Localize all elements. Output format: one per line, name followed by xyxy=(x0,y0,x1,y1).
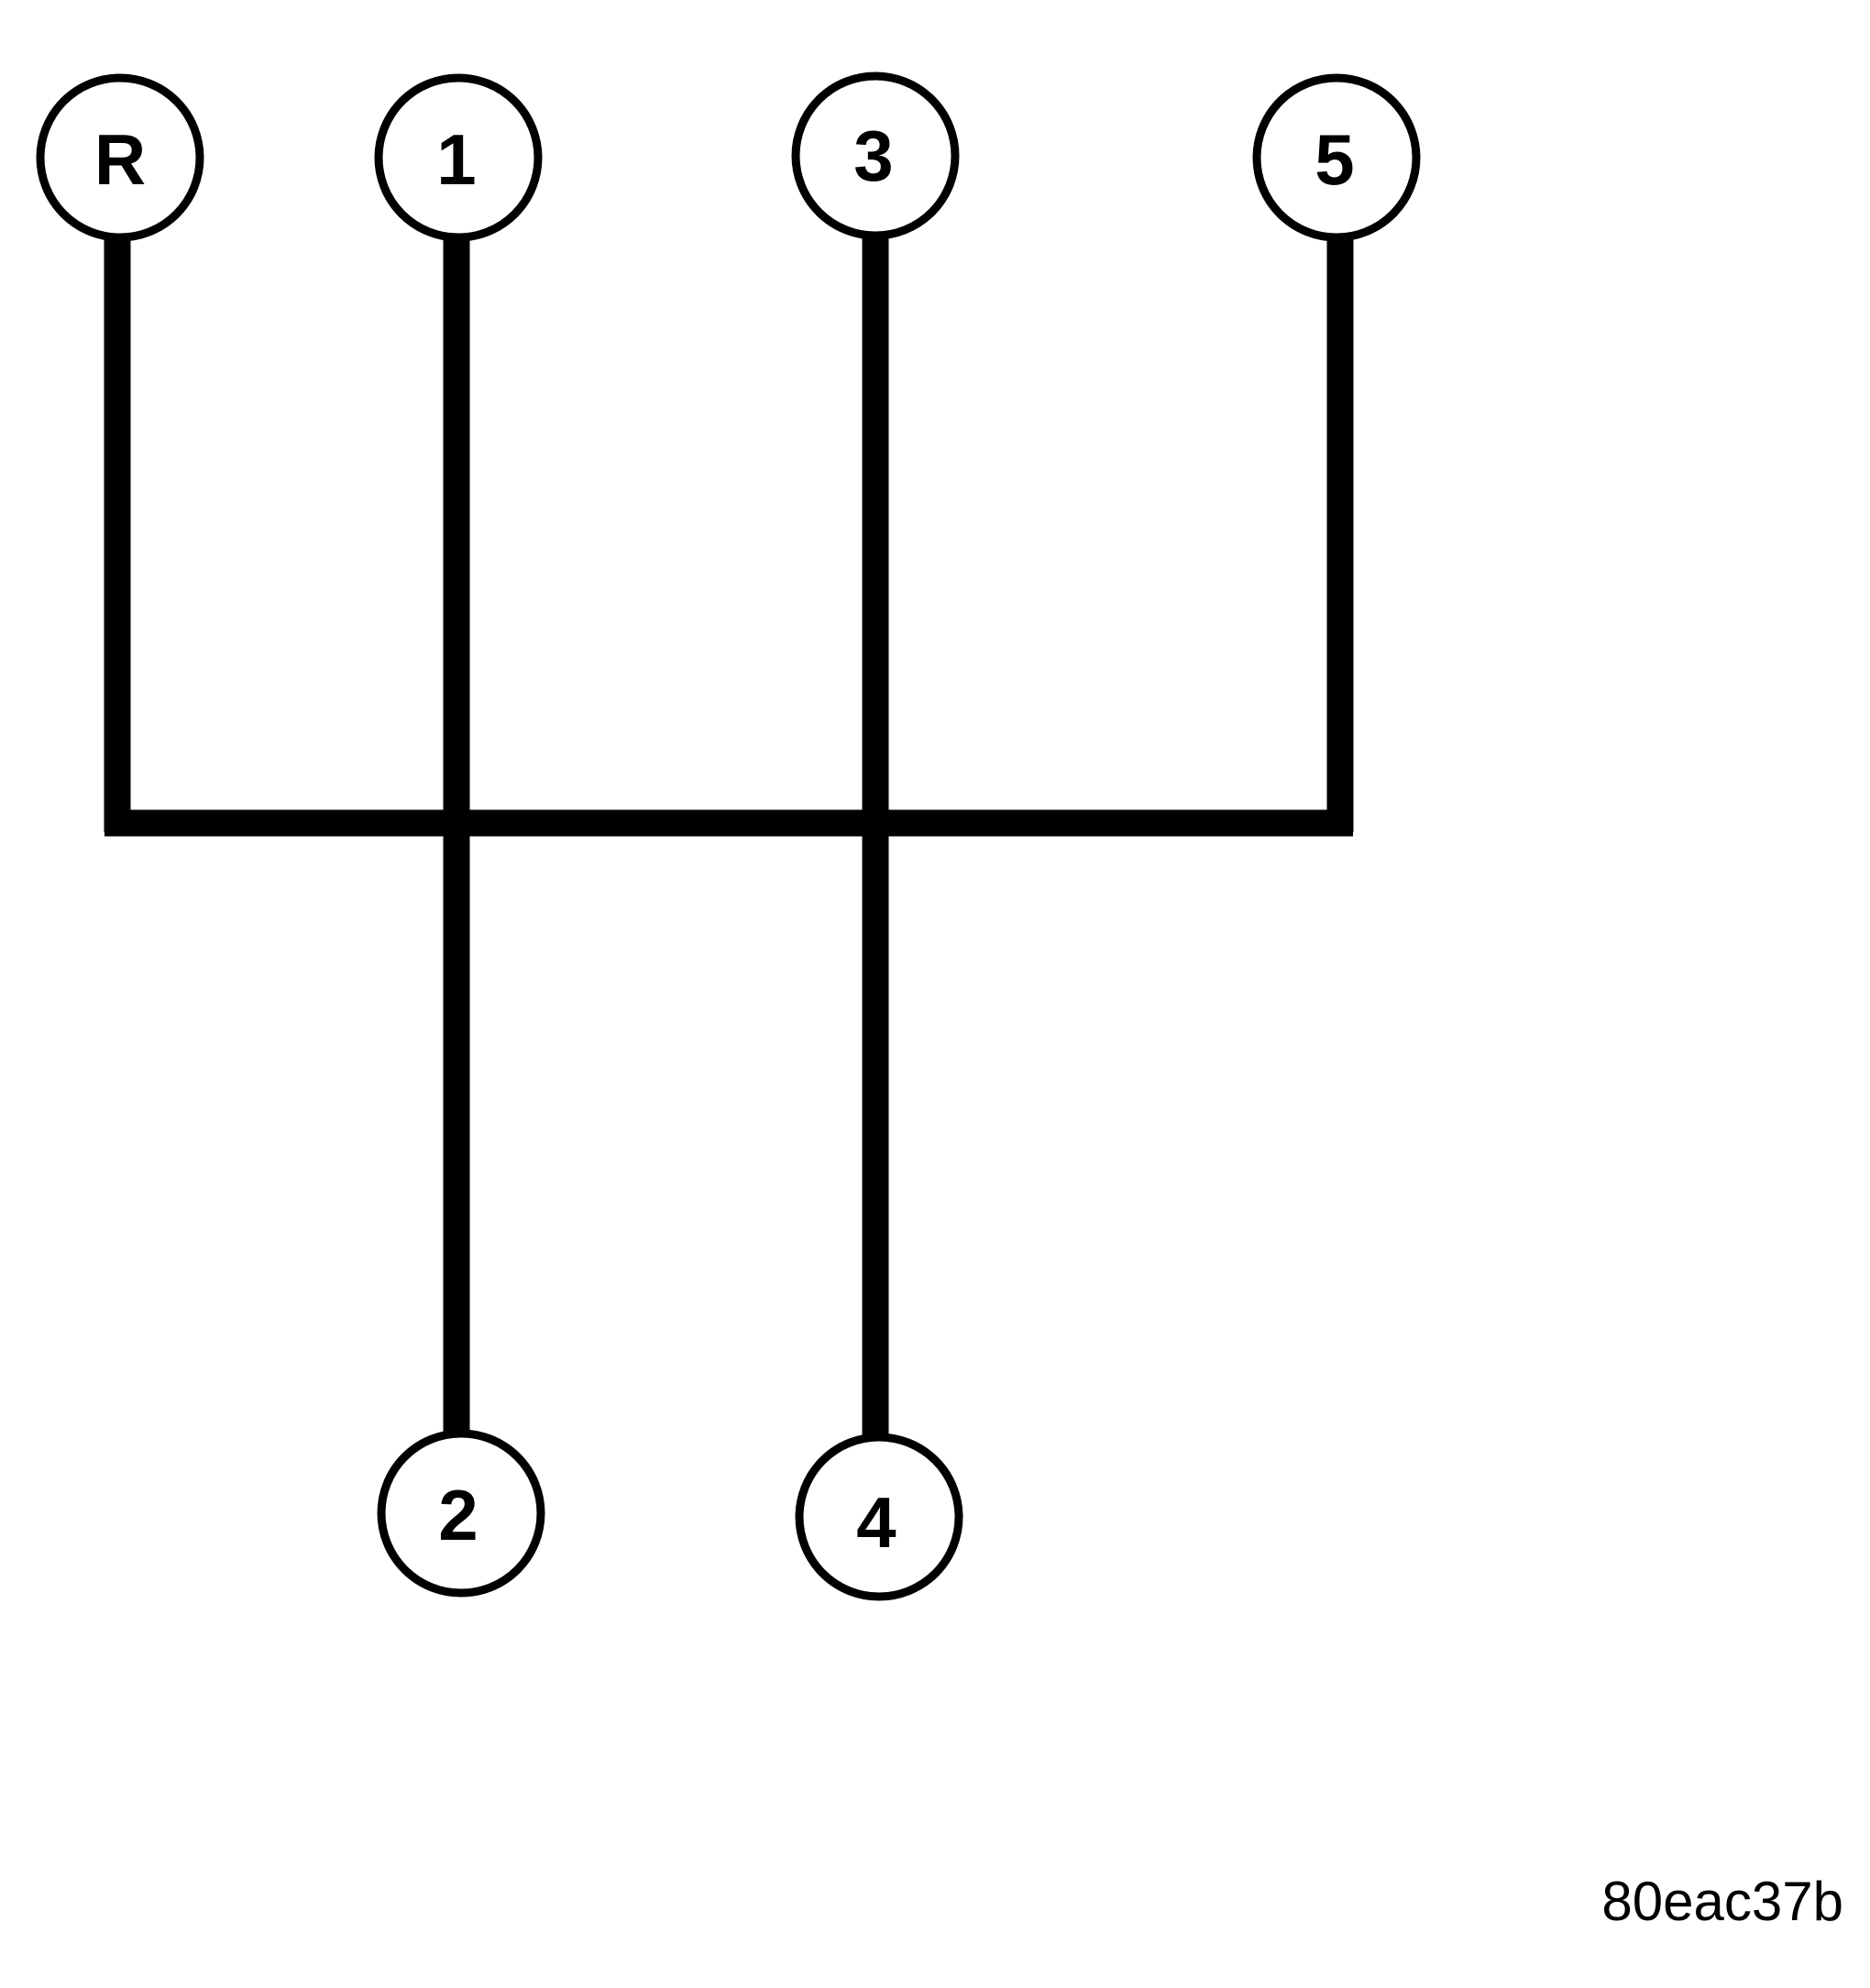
figure-reference-code: 80eac37b xyxy=(1601,1871,1843,1932)
gear-r-label: R xyxy=(94,119,146,200)
gear-1-circle xyxy=(374,73,543,242)
gear-3-circle xyxy=(791,71,960,240)
gear-2-circle xyxy=(377,1429,545,1598)
gear-labels: R 1 3 5 2 4 xyxy=(94,115,1355,1563)
gear-5-label: 5 xyxy=(1314,119,1354,200)
gear-5-circle xyxy=(1252,73,1421,242)
gear-4-circle xyxy=(795,1433,963,1601)
gear-circles xyxy=(36,71,1421,1601)
shift-gate-lines xyxy=(104,238,1354,1444)
gear-4-label: 4 xyxy=(856,1482,896,1563)
gear-r-circle xyxy=(36,73,204,242)
gear-2-label: 2 xyxy=(438,1475,478,1555)
gear-3-label: 3 xyxy=(853,115,893,196)
gear-1-label: 1 xyxy=(436,119,476,200)
